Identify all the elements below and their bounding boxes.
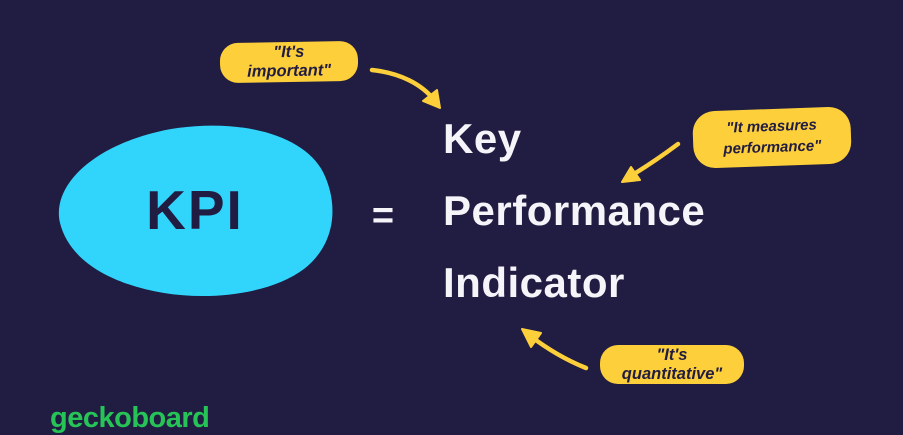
expansion-line-performance: Performance	[443, 187, 706, 234]
curved-arrow-to-key-icon	[369, 67, 441, 109]
callout-measures: "It measures performance"	[692, 106, 852, 169]
callout-important-label: "It's important"	[247, 42, 332, 81]
kpi-blob: KPI	[53, 122, 337, 302]
callout-quantitative-label: "It's quantitative"	[621, 345, 723, 383]
curved-arrow-to-indicator-icon	[521, 328, 589, 371]
expansion-line-key: Key	[443, 115, 522, 162]
callout-quantitative: "It's quantitative"	[600, 345, 744, 384]
equals-sign: =	[371, 195, 395, 237]
expansion-line-indicator: Indicator	[443, 259, 625, 306]
blob-shape-icon	[58, 125, 333, 296]
expansion-text: Key Performance Indicator	[443, 103, 705, 319]
curved-arrow-to-performance-icon	[621, 141, 681, 183]
geckoboard-logo: geckoboard	[50, 402, 210, 434]
kpi-acronym-label: KPI	[146, 179, 244, 241]
callout-measures-label: "It measures performance"	[723, 116, 822, 158]
callout-important: "It's important"	[219, 40, 359, 84]
